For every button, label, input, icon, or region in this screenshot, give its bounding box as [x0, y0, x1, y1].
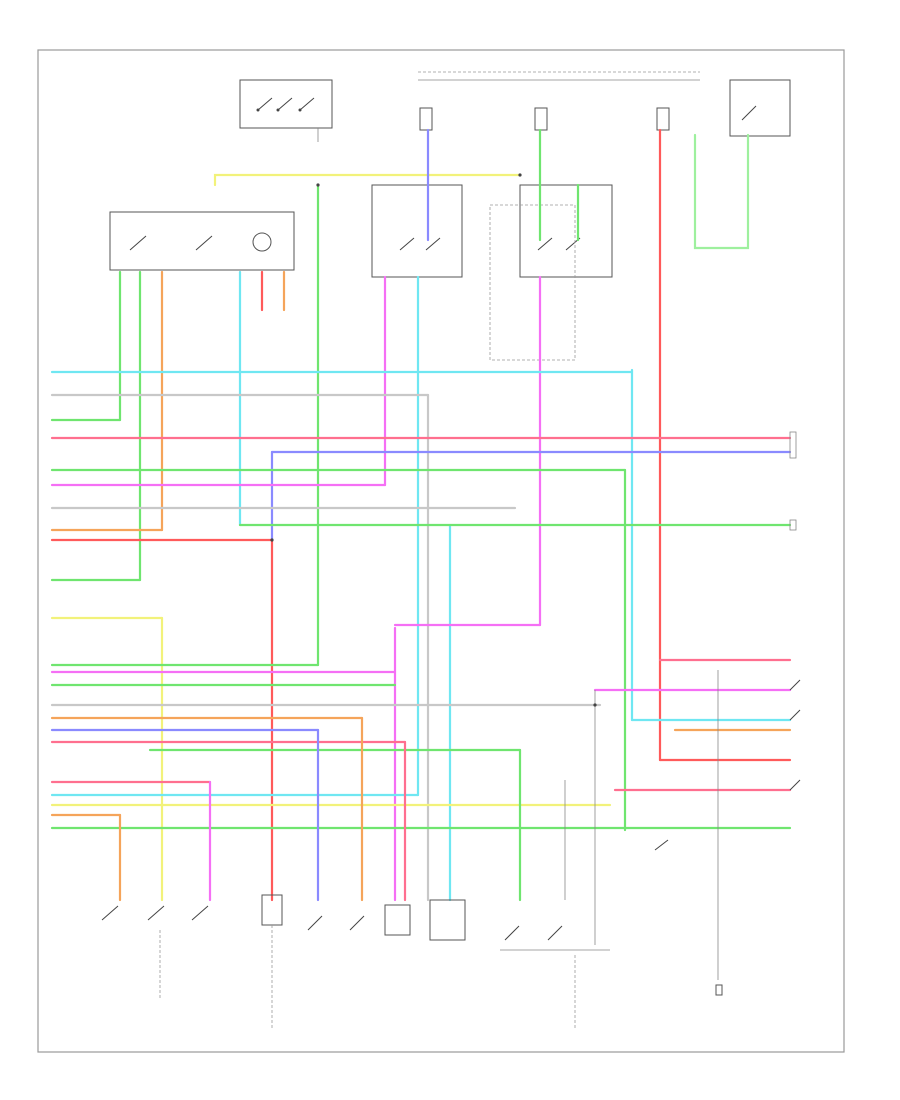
horizontal-wires [50, 370, 792, 830]
relay-center [371, 184, 463, 278]
diagram-border [37, 49, 845, 1053]
relay-right [519, 184, 613, 278]
ignition-switch [239, 79, 333, 129]
wire-green-loop [693, 133, 750, 250]
control-module-left [109, 211, 295, 271]
bottom-components [101, 679, 801, 1030]
vertical-wires [118, 128, 750, 902]
connector-markers [270, 173, 797, 707]
wire-yellow-top [213, 173, 522, 187]
top-fuse-bus [418, 71, 700, 131]
bottom-drops [118, 670, 719, 980]
relay-box-top-right [729, 79, 791, 137]
dashed-subassembly [489, 204, 576, 361]
